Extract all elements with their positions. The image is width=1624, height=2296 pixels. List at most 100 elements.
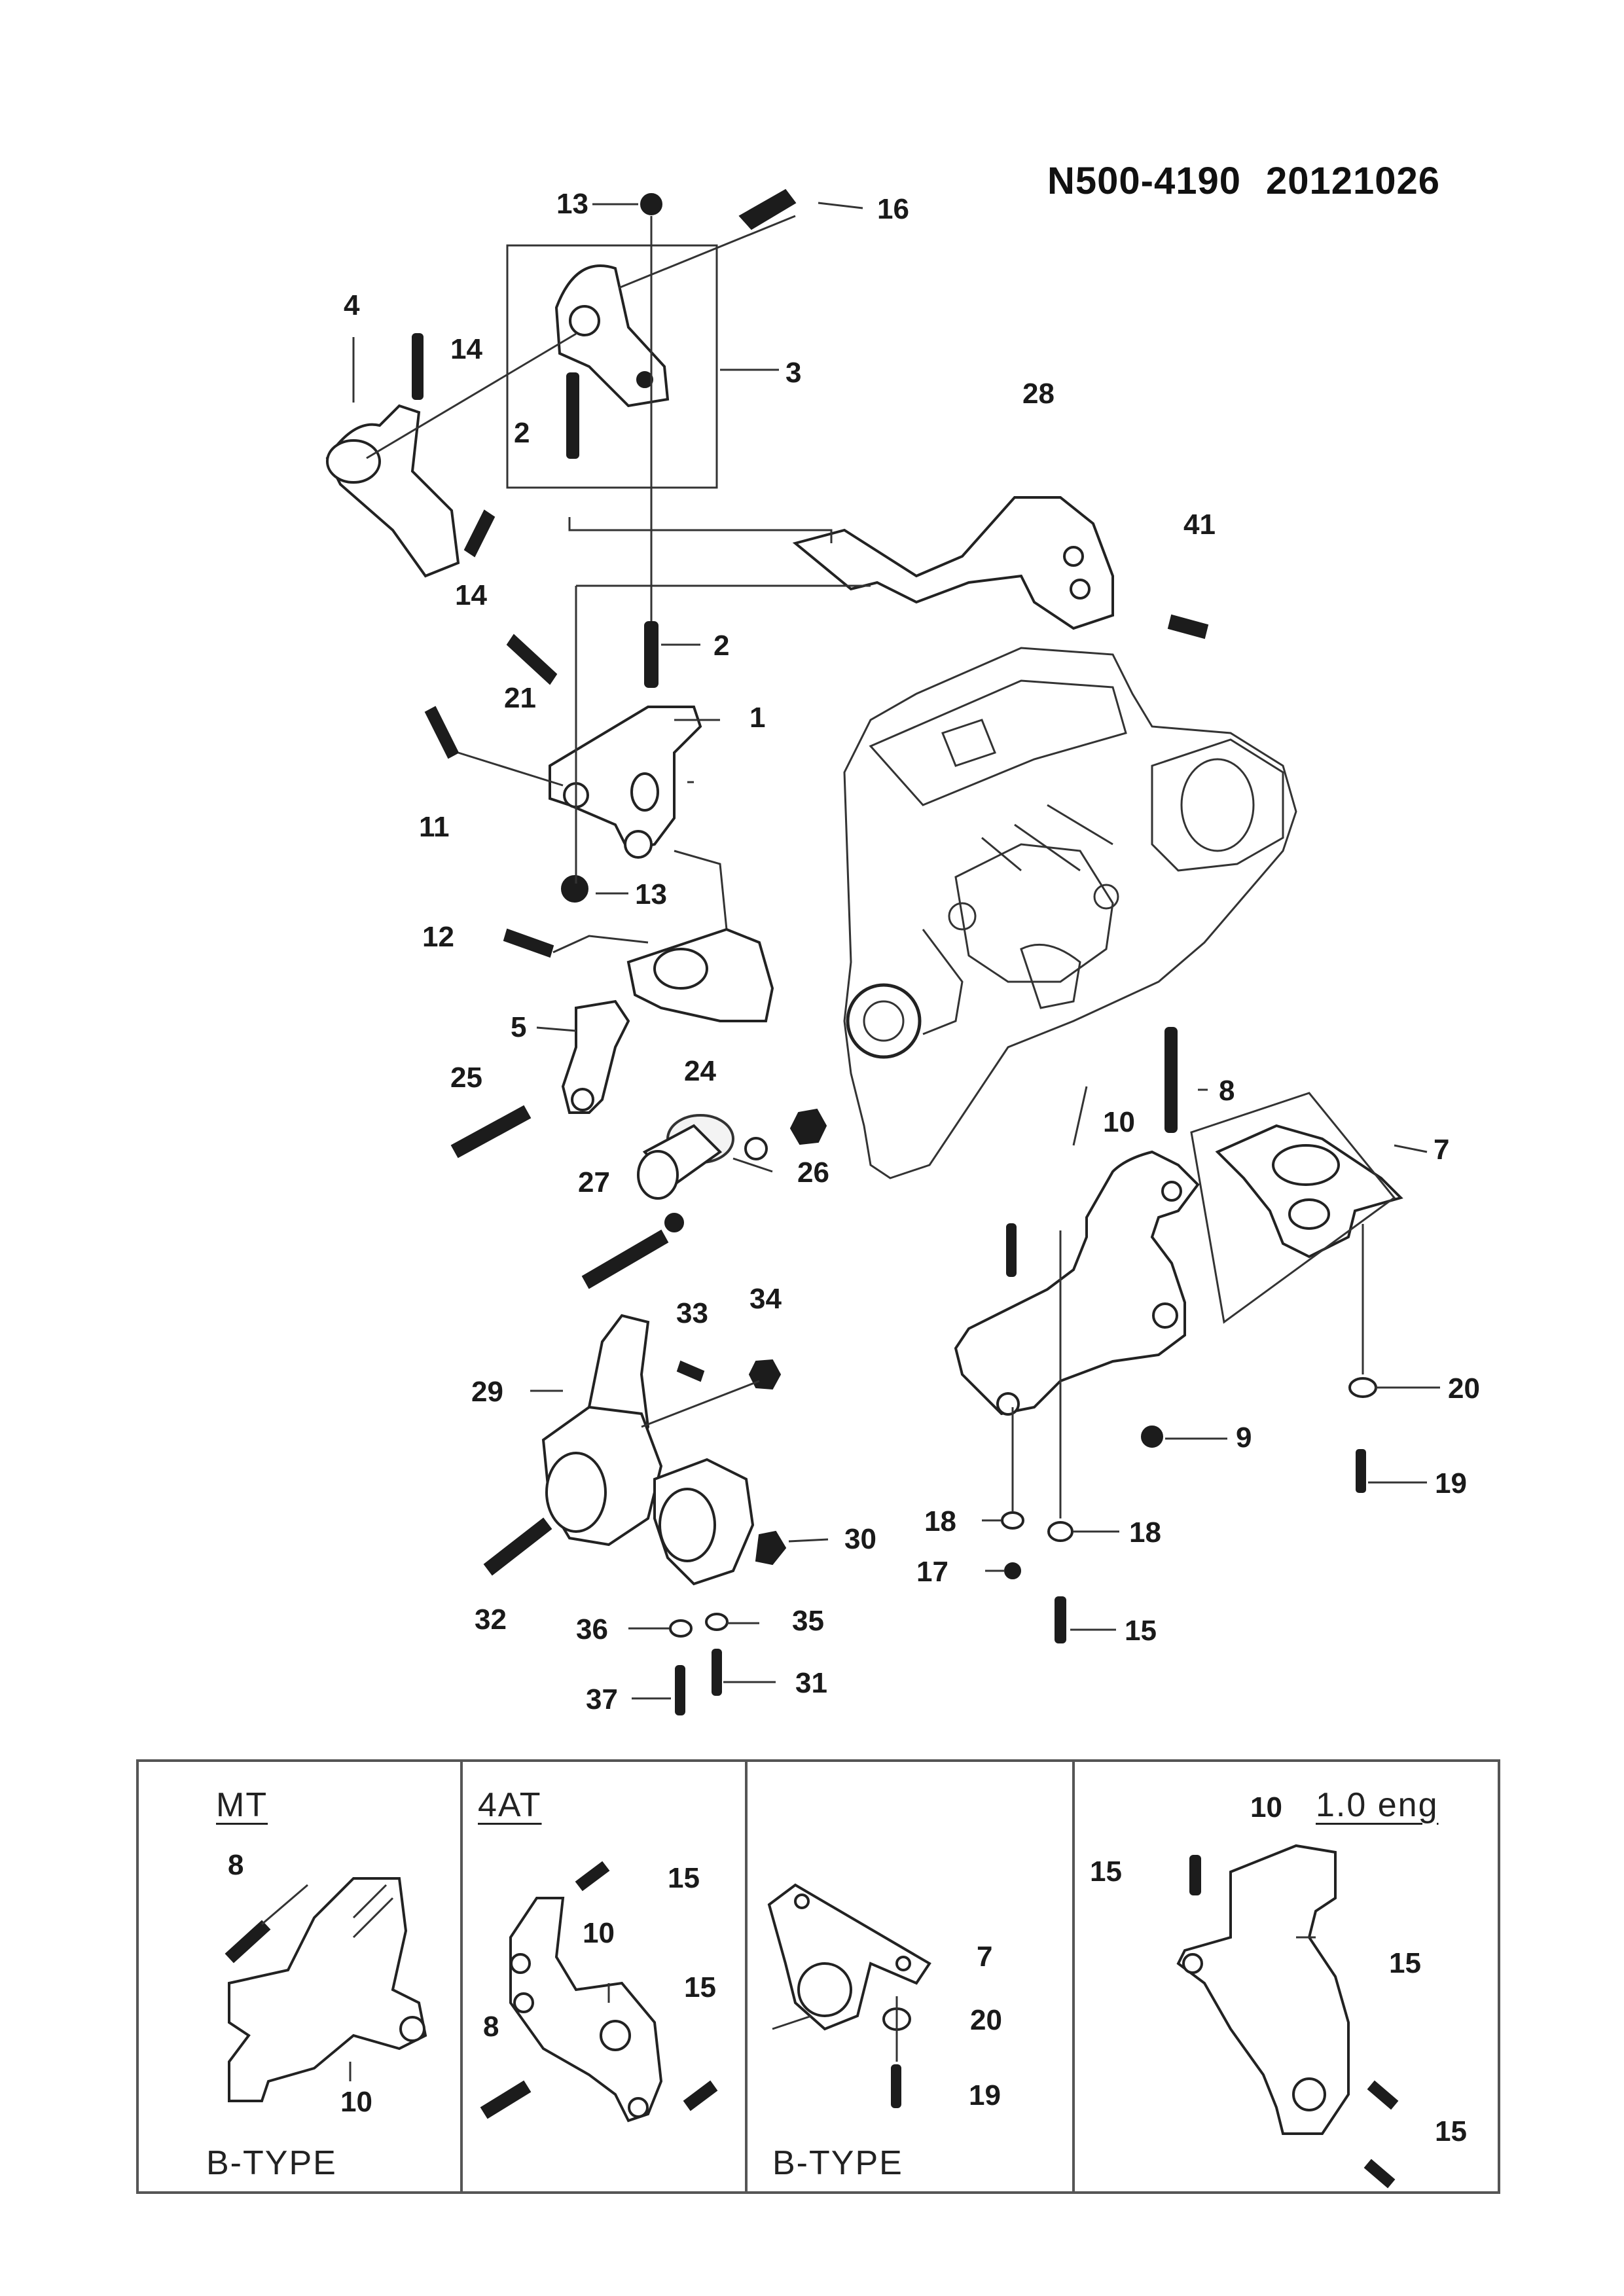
callout-11: 11 <box>419 811 450 843</box>
inset-mt-callout-10: 10 <box>340 2086 372 2118</box>
part-20-washer <box>1348 1377 1377 1398</box>
callout-37: 37 <box>586 1683 618 1715</box>
part-35-washer <box>705 1613 729 1631</box>
part-28-bracket <box>792 496 1114 630</box>
part-30-nut <box>755 1530 787 1566</box>
callout-29: 29 <box>471 1376 503 1408</box>
part-code: N500-4190 <box>1047 160 1241 202</box>
inset-mt-callout-8: 8 <box>228 1849 244 1881</box>
part-18-washer-right <box>1047 1521 1074 1542</box>
callout-14-upper: 14 <box>450 333 482 365</box>
engine-block <box>843 647 1297 1179</box>
callout-4: 4 <box>344 289 360 321</box>
engine-pulley <box>846 983 922 1059</box>
part-13-nut-top <box>640 193 662 215</box>
inset-10eng-drawing <box>1176 1844 1399 2189</box>
callout-10: 10 <box>1103 1106 1135 1138</box>
part-32-bolt <box>483 1517 552 1576</box>
part-4-mount <box>325 404 460 578</box>
part-7-mount <box>1215 1124 1403 1259</box>
upper-mount-group <box>325 188 797 655</box>
callout-12: 12 <box>422 921 454 953</box>
part-5-arm <box>561 999 630 1114</box>
inset-btype-callout-19: 19 <box>969 2079 1001 2111</box>
front-bracket-group <box>424 586 728 930</box>
engine-transaxle <box>1151 738 1284 872</box>
callout-31: 31 <box>795 1667 827 1699</box>
part-13-nut-lower <box>561 875 588 903</box>
part-10-bracket <box>954 1150 1200 1416</box>
left-lower-mount-group <box>483 1314 787 1715</box>
callout-20: 20 <box>1448 1372 1480 1405</box>
callout-14-lower: 14 <box>455 579 487 611</box>
callout-28: 28 <box>1022 378 1055 410</box>
callout-15: 15 <box>1125 1615 1157 1647</box>
part-34-nut <box>748 1359 782 1390</box>
inset-4at-bracket <box>509 1897 663 2123</box>
callout-35: 35 <box>792 1605 824 1637</box>
torque-rod-group <box>450 927 827 1289</box>
part-41-bolt <box>1167 614 1209 639</box>
callout-30: 30 <box>844 1523 876 1555</box>
callout-7: 7 <box>1434 1134 1450 1166</box>
inset-4at-heading: 4AT <box>478 1786 542 1824</box>
inset-frame <box>136 1759 1500 2194</box>
callout-18-left: 18 <box>924 1505 956 1537</box>
inset-btype-drawing <box>767 1883 931 2108</box>
callout-9: 9 <box>1236 1422 1252 1454</box>
date-code: 20121026 <box>1266 160 1441 202</box>
callout-32: 32 <box>475 1604 507 1636</box>
part-27-bolt <box>581 1229 669 1289</box>
inset-btype-callout-7: 7 <box>977 1941 993 1973</box>
part-19-bolt <box>1356 1449 1366 1493</box>
inset-mt-drawing <box>225 1877 427 2102</box>
callout-16: 16 <box>877 193 909 225</box>
callout-5: 5 <box>511 1011 527 1043</box>
part-36-washer <box>669 1619 693 1638</box>
callout-2-lower: 2 <box>713 630 730 662</box>
callout-24: 24 <box>684 1055 716 1087</box>
callout-13-lower: 13 <box>635 878 667 910</box>
part-25-bolt <box>450 1105 532 1158</box>
part-15-bolt <box>1055 1596 1066 1643</box>
right-mount-group <box>954 1027 1403 1643</box>
inset-mt-footer: B-TYPE <box>206 2144 337 2182</box>
callout-18-right: 18 <box>1129 1516 1161 1549</box>
inset-10eng-callout-15-left: 15 <box>1090 1856 1122 1888</box>
part-14-bolt-upper <box>412 333 424 400</box>
inset-4at-callout-15-top: 15 <box>668 1862 700 1894</box>
callout-36: 36 <box>576 1613 608 1645</box>
part-17-nut <box>1004 1562 1021 1579</box>
part-14-bolt-lower <box>463 509 496 558</box>
part-9-nut <box>1141 1426 1163 1448</box>
callout-21: 21 <box>504 682 536 714</box>
inset-10eng-callout-15-right: 15 <box>1389 1947 1421 1979</box>
callout-19: 19 <box>1435 1467 1467 1499</box>
part-18-washer-left <box>1001 1511 1024 1530</box>
inset-4at-callout-15-bottom: 15 <box>684 1971 716 2003</box>
callout-8: 8 <box>1219 1075 1235 1107</box>
inset-10eng-callout-10: 10 <box>1250 1791 1282 1823</box>
part-11-bolt <box>424 706 460 759</box>
part-26-nut <box>789 1108 827 1145</box>
part-3-bracket <box>554 264 670 408</box>
part-2-stud-lower <box>644 621 659 688</box>
inset-10eng-bracket <box>1176 1844 1350 2135</box>
callout-27: 27 <box>578 1166 610 1198</box>
callout-13-top: 13 <box>556 188 588 220</box>
diagram-title: N500-4190 20121026 <box>1047 159 1465 203</box>
leader-lines <box>352 202 1440 1700</box>
part-12-bolt <box>503 928 554 958</box>
callout-26: 26 <box>797 1157 829 1189</box>
part-8-bolt <box>1164 1027 1178 1133</box>
part-24-washer <box>744 1137 768 1160</box>
inset-btype-callout-20: 20 <box>970 2004 1002 2036</box>
inset-4at-callout-10: 10 <box>583 1917 615 1949</box>
inset-btype-footer: B-TYPE <box>772 2144 903 2182</box>
callout-3: 3 <box>785 357 802 389</box>
inset-10eng-callout-15-bottom: 15 <box>1435 2115 1467 2147</box>
callout-17: 17 <box>916 1556 948 1588</box>
part-37-bolt <box>675 1665 685 1715</box>
callout-2-upper: 2 <box>514 417 530 449</box>
inset-10eng-heading: 1.0 eng <box>1316 1786 1439 1824</box>
